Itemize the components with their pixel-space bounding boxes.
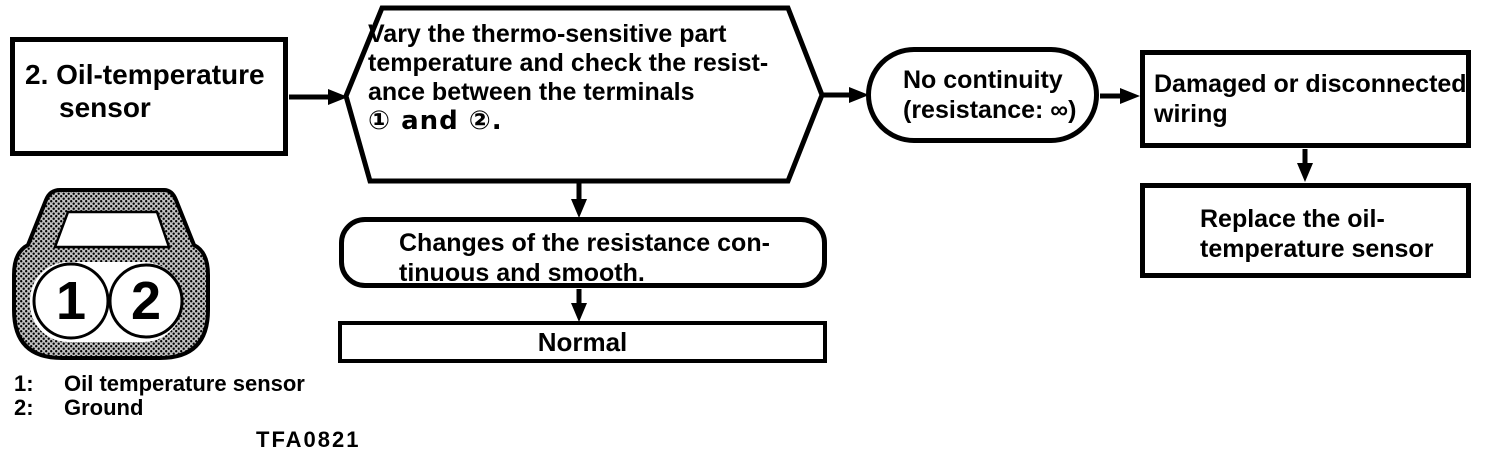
arrow-start-to-test bbox=[289, 89, 348, 105]
fail-cause-line1: Damaged or disconnected bbox=[1154, 70, 1467, 98]
legend-pin1-label: Oil temperature sensor bbox=[64, 371, 305, 396]
test-step-hexagon bbox=[343, 5, 825, 184]
figure-code: TFA0821 bbox=[256, 427, 361, 452]
start-box-line2: sensor bbox=[59, 92, 151, 123]
connector-pin1-circle bbox=[32, 262, 110, 340]
connector-pin2-number: 2 bbox=[130, 271, 162, 331]
test-step-line2: temperature and check the resist- bbox=[368, 49, 769, 77]
connector-pin1-number: 1 bbox=[55, 271, 87, 331]
pass-result-box: Changes of the resistance con- tinuous a… bbox=[339, 217, 827, 288]
pass-result-line1: Changes of the resistance con- bbox=[399, 229, 770, 257]
start-box-oil-temperature-sensor: 2. Oil-temperature sensor bbox=[10, 37, 288, 156]
test-step-line3: ance between the terminals bbox=[368, 78, 695, 106]
start-box-line1: 2. Oil-temperature bbox=[25, 59, 265, 90]
verdict-label: Normal bbox=[537, 327, 628, 357]
fail-result-stadium: No continuity (resistance: ∞) bbox=[866, 47, 1099, 143]
legend-pin1-number: 1: bbox=[14, 371, 34, 396]
arrow-test-to-pass bbox=[571, 181, 587, 218]
fail-action-line2: temperature sensor bbox=[1200, 235, 1434, 263]
test-step-line1: Vary the thermo-sensitive part bbox=[368, 20, 727, 48]
connector-pin2-circle bbox=[108, 263, 184, 339]
connector-lock-tab-window bbox=[53, 210, 171, 249]
test-step-line4-terminals: ① and ②. bbox=[368, 106, 503, 136]
arrow-test-to-fail bbox=[823, 87, 869, 103]
fail-result-line1: No continuity bbox=[903, 66, 1063, 94]
fail-cause-box: Damaged or disconnected wiring bbox=[1140, 50, 1471, 148]
legend-row-pin2: 2: Ground bbox=[0, 396, 420, 420]
fail-cause-line2: wiring bbox=[1154, 100, 1228, 128]
arrow-fail-to-cause bbox=[1100, 88, 1140, 104]
pass-result-line2: tinuous and smooth. bbox=[399, 259, 645, 287]
legend-pin2-label: Ground bbox=[64, 395, 144, 420]
legend-row-pin1: 1: Oil temperature sensor bbox=[0, 372, 420, 396]
fail-result-line2: (resistance: ∞) bbox=[903, 96, 1077, 124]
fail-action-box: Replace the oil- temperature sensor bbox=[1140, 183, 1471, 278]
test-step-text: Vary the thermo-sensitive part temperatu… bbox=[368, 20, 814, 136]
legend-pin2-number: 2: bbox=[14, 395, 34, 420]
fail-action-line1: Replace the oil- bbox=[1200, 205, 1385, 233]
oil-temp-sensor-connector-illustration bbox=[12, 188, 210, 360]
verdict-box-normal: Normal bbox=[338, 321, 827, 363]
arrow-cause-to-action bbox=[1297, 149, 1313, 182]
arrow-pass-to-verdict bbox=[571, 289, 587, 322]
